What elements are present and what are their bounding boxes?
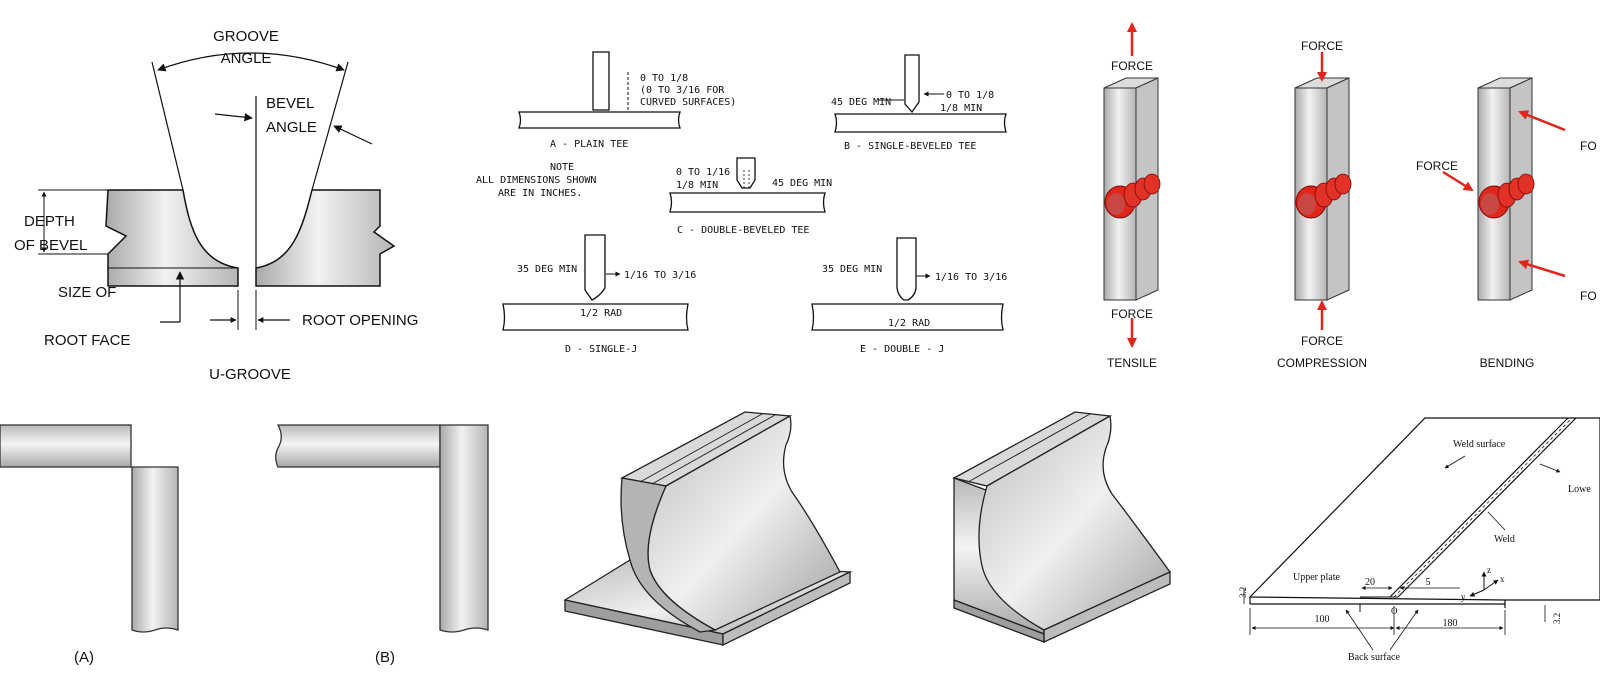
c-angle: 45 DEG MIN bbox=[772, 178, 832, 189]
root-opening-label: ROOT OPENING bbox=[302, 312, 418, 329]
e-angle: 35 DEG MIN bbox=[822, 264, 882, 275]
dim-3-2-right: 3.2 bbox=[1552, 613, 1562, 624]
double-j-tee-joint bbox=[811, 237, 1004, 331]
d-angle: 35 DEG MIN bbox=[517, 264, 577, 275]
dim-180: 180 bbox=[1443, 618, 1458, 629]
c-caption: C - DOUBLE-BEVELED TEE bbox=[677, 225, 809, 236]
u-groove-caption: U-GROOVE bbox=[209, 366, 291, 383]
origin-label: O bbox=[1391, 606, 1398, 616]
weld-line-right bbox=[1397, 417, 1577, 598]
bending-force-label-top-right: FO bbox=[1580, 139, 1597, 153]
corner-a-vertical-plate bbox=[131, 466, 179, 633]
axis-z: z bbox=[1487, 565, 1491, 575]
dim-100: 100 bbox=[1315, 614, 1330, 625]
isometric-tee-joint-1 bbox=[563, 411, 853, 647]
weld-bead-bending bbox=[1478, 173, 1535, 219]
d-rad: 1/2 RAD bbox=[580, 308, 622, 319]
a-caption: A - PLAIN TEE bbox=[550, 139, 628, 150]
depth-of-bevel-label-2: OF BEVEL bbox=[14, 237, 87, 254]
compression-force-label-top: FORCE bbox=[1301, 39, 1343, 53]
note-1: NOTE bbox=[550, 162, 574, 173]
tensile-caption: TENSILE bbox=[1107, 356, 1157, 370]
single-beveled-tee-joint bbox=[834, 54, 1007, 133]
d-caption: D - SINGLE-J bbox=[565, 344, 637, 355]
butt-weld-plate-diagram bbox=[1243, 417, 1600, 651]
groove-extension-left bbox=[151, 61, 184, 191]
dim-5: 5 bbox=[1426, 577, 1431, 588]
butt-weld-labels: Weld surface Lowe Weld Upper plate Back … bbox=[1238, 439, 1591, 663]
corner-b-horizontal-plate bbox=[275, 424, 441, 468]
a-dim-3: CURVED SURFACES) bbox=[640, 97, 736, 108]
compression-force-label-bottom: FORCE bbox=[1301, 334, 1343, 348]
axis-y: y bbox=[1461, 592, 1466, 602]
single-j-tee-joint bbox=[502, 234, 689, 331]
corner-b-vertical-plate bbox=[439, 424, 489, 633]
e-dim: 1/16 TO 3/16 bbox=[935, 272, 1007, 283]
e-rad: 1/2 RAD bbox=[888, 318, 930, 329]
a-dim-1: 0 TO 1/8 bbox=[640, 73, 688, 84]
weld-bead-tensile bbox=[1104, 173, 1161, 219]
tee-joints-diagram bbox=[502, 51, 1007, 331]
dim-20: 20 bbox=[1365, 577, 1375, 588]
corner-a-label: (A) bbox=[74, 649, 94, 666]
bevel-arrow-left bbox=[214, 113, 253, 122]
bending-force-label-left: FORCE bbox=[1416, 159, 1458, 173]
double-beveled-tee-joint bbox=[669, 157, 826, 213]
groove-angle-label-1: GROOVE bbox=[213, 28, 279, 45]
bending-force-arrow-left bbox=[1442, 170, 1474, 192]
dim-3-2-left: 3.2 bbox=[1238, 587, 1248, 598]
tensile-force-label-top: FORCE bbox=[1111, 59, 1153, 73]
corner-b-label: (B) bbox=[375, 649, 395, 666]
back-surface-label: Back surface bbox=[1348, 652, 1400, 663]
bending-caption: BENDING bbox=[1480, 356, 1535, 370]
right-plate bbox=[255, 189, 396, 287]
root-face-label-1: SIZE OF bbox=[58, 284, 116, 301]
groove-angle-arc bbox=[157, 52, 345, 72]
b-angle: 45 DEG MIN bbox=[831, 97, 891, 108]
depth-of-bevel-label-1: DEPTH bbox=[24, 213, 75, 230]
bevel-angle-label-2: ANGLE bbox=[266, 119, 317, 136]
bending-force-arrow-top-right bbox=[1518, 110, 1566, 132]
note-2: ALL DIMENSIONS SHOWN bbox=[476, 175, 596, 186]
weld-label: Weld bbox=[1494, 534, 1515, 545]
bevel-angle-label-1: BEVEL bbox=[266, 95, 314, 112]
weld-force-diagrams: FORCE FORCE FORCE FORCE FORCE FO FO TENS… bbox=[1103, 22, 1597, 370]
note-3: ARE IN INCHES. bbox=[498, 188, 582, 199]
tensile-force-label-bottom: FORCE bbox=[1111, 307, 1153, 321]
upper-plate-label: Upper plate bbox=[1293, 572, 1340, 583]
b-caption: B - SINGLE-BEVELED TEE bbox=[844, 141, 976, 152]
bevel-arrow-right bbox=[333, 125, 373, 145]
b-dim-2: 1/8 MIN bbox=[940, 103, 982, 114]
weld-bead-compression bbox=[1295, 173, 1352, 219]
b-dim-1: 0 TO 1/8 bbox=[946, 90, 994, 101]
bending-force-label-bottom-right: FO bbox=[1580, 289, 1597, 303]
left-plate bbox=[105, 189, 239, 287]
corner-a-horizontal-plate bbox=[0, 424, 132, 468]
bending-force-arrow-bottom-right bbox=[1518, 259, 1566, 278]
e-caption: E - DOUBLE - J bbox=[860, 344, 944, 355]
d-dim: 1/16 TO 3/16 bbox=[624, 270, 696, 281]
plain-tee-joint bbox=[518, 51, 681, 129]
c-dim-2: 1/8 MIN bbox=[676, 180, 718, 191]
u-groove-diagram: GROOVE ANGLE BEVEL ANGLE DEPTH OF BEVEL … bbox=[14, 28, 418, 383]
tee-joint-labels: 0 TO 1/8 (0 TO 3/16 FOR CURVED SURFACES)… bbox=[476, 73, 1007, 355]
lower-plate-label: Lowe bbox=[1568, 484, 1591, 495]
a-dim-2: (0 TO 3/16 FOR bbox=[640, 85, 725, 96]
weld-line-left bbox=[1389, 417, 1569, 598]
corner-joints-diagram: (A) (B) bbox=[0, 424, 489, 666]
compression-caption: COMPRESSION bbox=[1277, 356, 1367, 370]
root-face-label-2: ROOT FACE bbox=[44, 332, 130, 349]
isometric-tee-joint-2 bbox=[952, 411, 1171, 644]
groove-angle-label-2: ANGLE bbox=[221, 50, 272, 67]
groove-extension-right bbox=[311, 61, 349, 191]
c-dim-1: 0 TO 1/16 bbox=[676, 167, 730, 178]
weld-surface-label: Weld surface bbox=[1453, 439, 1506, 450]
axis-x: x bbox=[1500, 574, 1505, 584]
weld-centerline bbox=[1393, 417, 1573, 598]
